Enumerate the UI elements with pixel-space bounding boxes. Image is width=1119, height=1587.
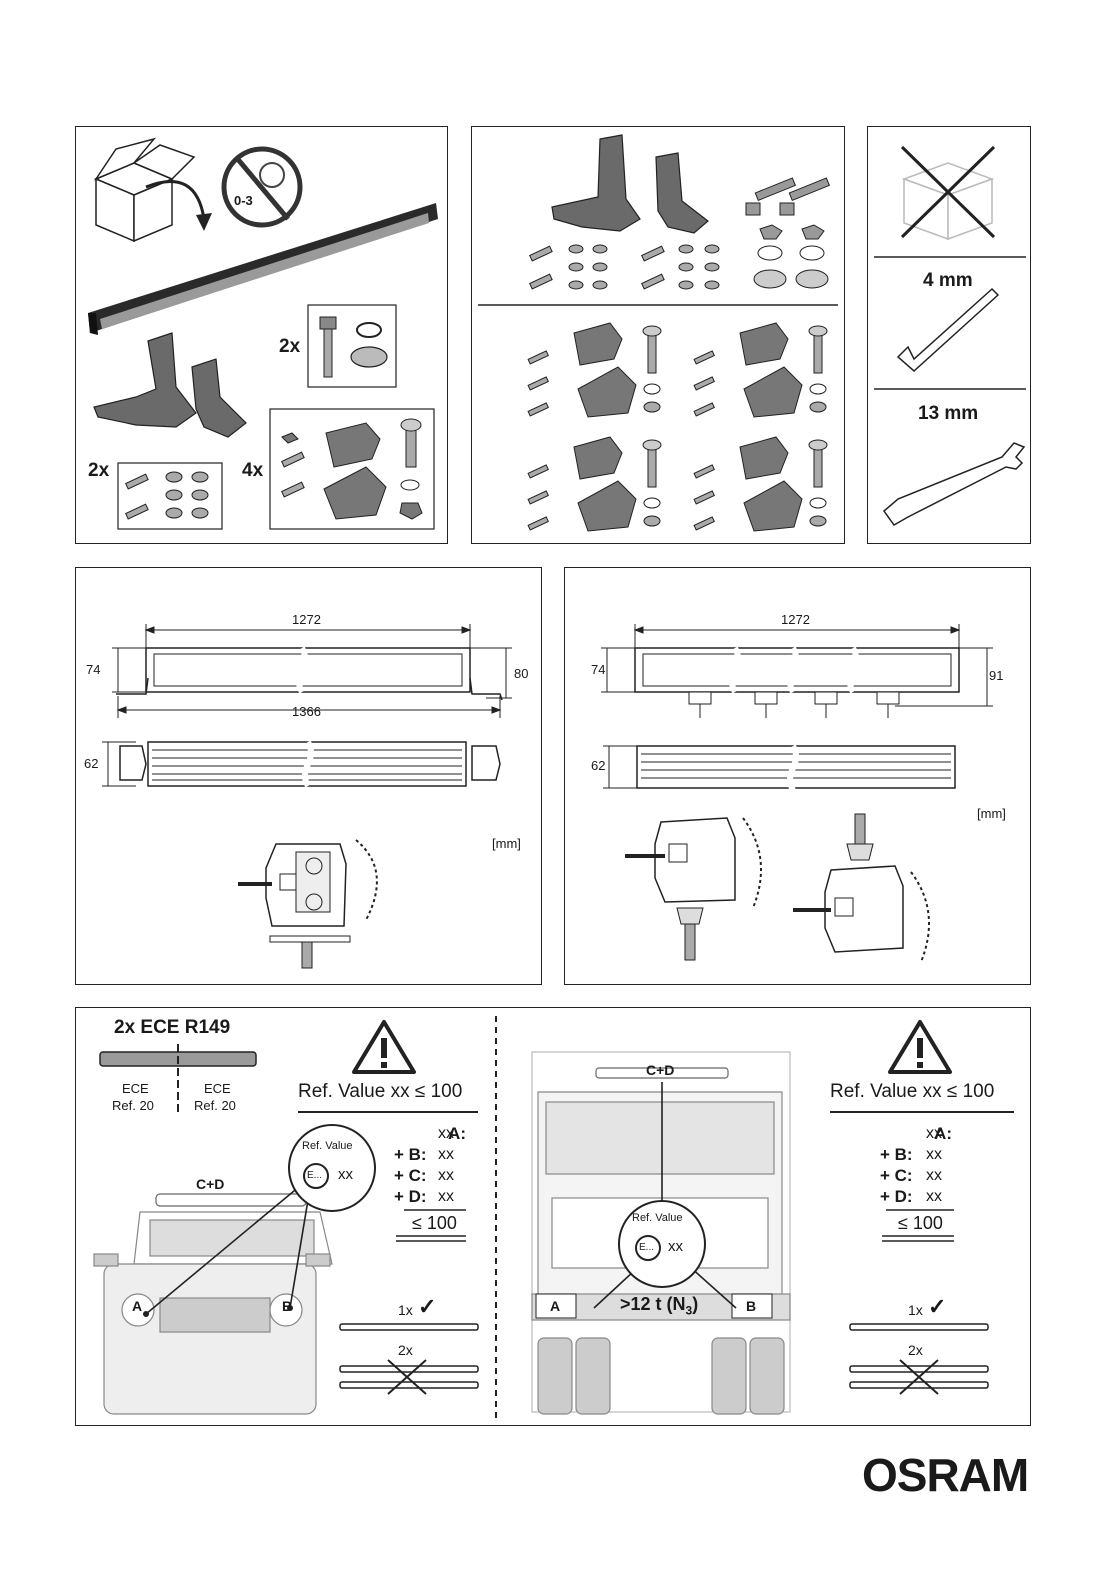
bracket-icon bbox=[93, 332, 247, 438]
truck-check-icon: ✓ bbox=[928, 1294, 947, 1319]
truck-sum-value-d: xx bbox=[926, 1188, 942, 1205]
check-icon: ✓ bbox=[418, 1294, 437, 1319]
unpack-arrow-icon bbox=[145, 179, 206, 220]
truck-ref-value-rule: Ref. Value xx ≤ 100 bbox=[830, 1081, 995, 1102]
ece-illustration bbox=[93, 1016, 1014, 1418]
wrench-icon bbox=[882, 442, 1026, 526]
qty-bolt-set: 2x bbox=[279, 336, 301, 357]
truck-sum-value-b: xx bbox=[926, 1146, 942, 1163]
hardware-illustration bbox=[478, 134, 838, 532]
truck-sum-key-b: + B: bbox=[880, 1145, 913, 1164]
unit-label: [mm] bbox=[977, 806, 1006, 821]
contents-illustration bbox=[88, 137, 438, 530]
ece-left-line2: Ref. 20 bbox=[112, 1098, 154, 1113]
bracket-icon bbox=[551, 134, 709, 234]
suv-icon bbox=[93, 1193, 333, 1415]
dimension-drawing-clamp bbox=[601, 624, 993, 963]
hex-key-size: 4 mm bbox=[923, 270, 973, 291]
sum-value-c: xx bbox=[438, 1167, 454, 1184]
dimensions-bracket-panel: 1272 74 80 1366 62 [mm] bbox=[75, 567, 542, 985]
roof-label: C+D bbox=[196, 1176, 225, 1192]
screws-washers-icon bbox=[529, 244, 720, 290]
truck-sum-value-c: xx bbox=[926, 1167, 942, 1184]
tools-illustration bbox=[874, 145, 1026, 526]
truck-point-b-label: B bbox=[746, 1298, 757, 1314]
bubble-title: Ref. Value bbox=[302, 1140, 353, 1152]
truck-sum-key-d: + D: bbox=[880, 1187, 913, 1206]
truck-bubble-title: Ref. Value bbox=[632, 1212, 683, 1224]
dim-depth: 62 bbox=[591, 758, 606, 773]
truck-roof-label: C+D bbox=[646, 1062, 675, 1078]
sum-total: ≤ 100 bbox=[412, 1213, 457, 1233]
ref-value-bubble bbox=[618, 1200, 706, 1288]
no-children-icon bbox=[221, 146, 303, 228]
truck-sum-key-a: A: bbox=[934, 1124, 952, 1143]
sum-key-c: + C: bbox=[394, 1166, 427, 1185]
bolt-icon bbox=[745, 177, 831, 289]
weight-class-label: >12 t (N3) bbox=[620, 1294, 698, 1318]
dim-depth: 62 bbox=[84, 756, 99, 771]
dimensions-clamp-panel: 1272 74 91 62 [mm] bbox=[564, 567, 1031, 985]
dim-length: 1272 bbox=[781, 612, 810, 627]
truck-bubble-value: xx bbox=[668, 1238, 683, 1255]
no-box-icon bbox=[901, 162, 995, 241]
age-warning-label: 0-3 bbox=[234, 193, 253, 208]
dim-height: 74 bbox=[591, 662, 606, 677]
point-b-label: B bbox=[282, 1298, 293, 1314]
clamp-set-icon bbox=[527, 322, 828, 532]
truck-sum-key-c: + C: bbox=[880, 1166, 913, 1185]
ece-right-line2: Ref. 20 bbox=[194, 1098, 236, 1113]
bubble-value: xx bbox=[338, 1166, 353, 1183]
dim-length: 1272 bbox=[292, 612, 321, 627]
sum-key-a: A: bbox=[448, 1124, 466, 1143]
box-icon bbox=[93, 137, 196, 243]
truck-one-bar-label: 1x bbox=[908, 1302, 923, 1318]
truck-point-a-label: A bbox=[550, 1298, 561, 1314]
bubble-mark: E... bbox=[307, 1170, 323, 1181]
osram-logo: OSRAM bbox=[862, 1449, 1029, 1501]
dim-height-clamps: 91 bbox=[989, 668, 1004, 683]
ece-approval-panel: 2x ECE R149 ECE Ref. 20 ECE Ref. 20 Ref.… bbox=[75, 1007, 1031, 1426]
ref-value-bubble bbox=[288, 1124, 376, 1212]
approval-title: 2x ECE R149 bbox=[114, 1017, 231, 1038]
weight-class-subscript: 3 bbox=[685, 1303, 693, 1318]
truck-bubble-mark: E... bbox=[639, 1242, 655, 1253]
qty-small-parts: 2x bbox=[88, 460, 110, 481]
dim-bracket-span: 1366 bbox=[292, 704, 321, 719]
ref-value-rule: Ref. Value xx ≤ 100 bbox=[298, 1081, 463, 1102]
dimension-drawing-bracket bbox=[102, 624, 512, 969]
clamp-icon bbox=[281, 418, 423, 520]
sum-value-d: xx bbox=[438, 1188, 454, 1205]
unit-label: [mm] bbox=[492, 836, 521, 851]
sum-value-b: xx bbox=[438, 1146, 454, 1163]
dim-height-bracket: 80 bbox=[514, 666, 529, 681]
lightbar-icon bbox=[88, 203, 438, 335]
one-bar-label: 1x bbox=[398, 1302, 413, 1318]
tools-panel: 4 mm 13 mm bbox=[867, 126, 1031, 544]
hardware-panel bbox=[471, 126, 845, 544]
qty-clamp-set: 4x bbox=[242, 460, 264, 481]
ece-left-line1: ECE bbox=[122, 1081, 149, 1096]
truck-sum-value-a: xx bbox=[926, 1125, 942, 1142]
screws-washers-icon bbox=[125, 471, 209, 520]
dim-height: 74 bbox=[86, 662, 101, 677]
ece-right-line1: ECE bbox=[204, 1081, 231, 1096]
truck-two-bars-label: 2x bbox=[908, 1342, 923, 1358]
bolt-icon bbox=[319, 316, 388, 378]
warning-icon bbox=[352, 1020, 416, 1074]
sum-key-d: + D: bbox=[394, 1187, 427, 1206]
weight-class-close: ) bbox=[692, 1294, 699, 1314]
two-bars-label: 2x bbox=[398, 1342, 413, 1358]
contents-panel: 0-3 2x 2x 4x bbox=[75, 126, 448, 544]
truck-sum-total: ≤ 100 bbox=[898, 1213, 943, 1233]
sum-key-b: + B: bbox=[394, 1145, 427, 1164]
point-a-label: A bbox=[132, 1298, 143, 1314]
sum-value-a: xx bbox=[438, 1125, 454, 1142]
warning-icon bbox=[888, 1020, 952, 1074]
hex-key-icon bbox=[896, 287, 1000, 373]
wrench-size: 13 mm bbox=[918, 403, 979, 424]
weight-class-text: >12 t (N bbox=[620, 1294, 686, 1314]
